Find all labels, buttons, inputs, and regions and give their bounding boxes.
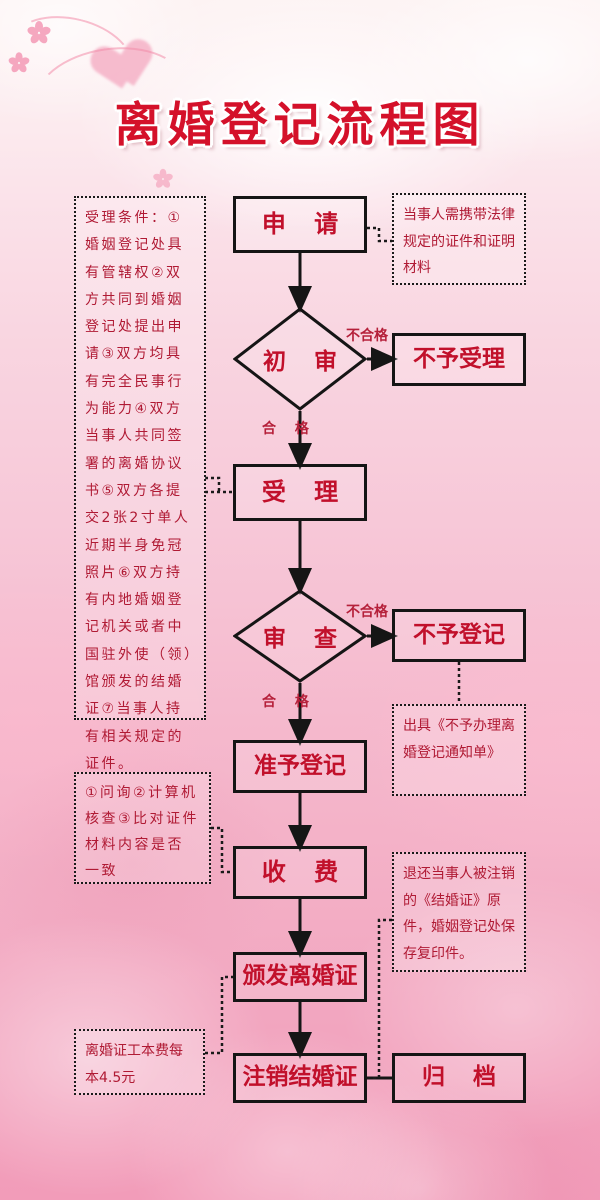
note-apply-documents: 当事人需携带法律规定的证件和证明材料 [392,193,526,285]
blossom-icon [152,168,174,190]
node-archive[interactable]: 归 档 [392,1053,526,1103]
blossom-icon [7,52,31,74]
node-first-review[interactable]: 初 审 [233,307,367,411]
note-examine-steps: ①问询②计算机核查③比对证件材料内容是否一致 [74,772,211,884]
node-allow-registration[interactable]: 准予登记 [233,740,367,793]
node-examine[interactable]: 审 查 [233,589,367,683]
edge-label-first-review-pass: 合 格 [262,421,316,437]
node-examine-label: 审 查 [262,626,347,652]
edge-label-examine-fail: 不合格 [346,604,388,620]
page-title: 离婚登记流程图 [114,98,486,153]
node-issue-divorce-certificate[interactable]: 颁发离婚证 [233,952,367,1002]
note-reject-notice: 出具《不予办理离婚登记通知单》 [392,704,526,796]
node-accept[interactable]: 受 理 [233,464,367,521]
node-first-review-label: 初 审 [262,349,347,375]
note-fee-amount: 离婚证工本费每本4.5元 [74,1029,205,1095]
note-accept-conditions: 受理条件：①婚姻登记处具有管辖权②双方共同到婚姻登记处提出申请③双方均具有完全民… [74,196,206,772]
node-cancel-marriage-certificate[interactable]: 注销结婚证 [233,1053,367,1103]
node-fee[interactable]: 收 费 [233,846,367,899]
edge-label-examine-pass: 合 格 [262,694,316,710]
node-reject-acceptance[interactable]: 不予受理 [392,333,526,386]
node-reject-registration[interactable]: 不予登记 [392,609,526,662]
node-apply[interactable]: 申 请 [233,196,367,253]
blossom-icon [26,21,52,46]
edge-label-first-review-fail: 不合格 [346,328,388,344]
note-return-marriage-certificate: 退还当事人被注销的《结婚证》原件，婚姻登记处保存复印件。 [392,852,526,972]
